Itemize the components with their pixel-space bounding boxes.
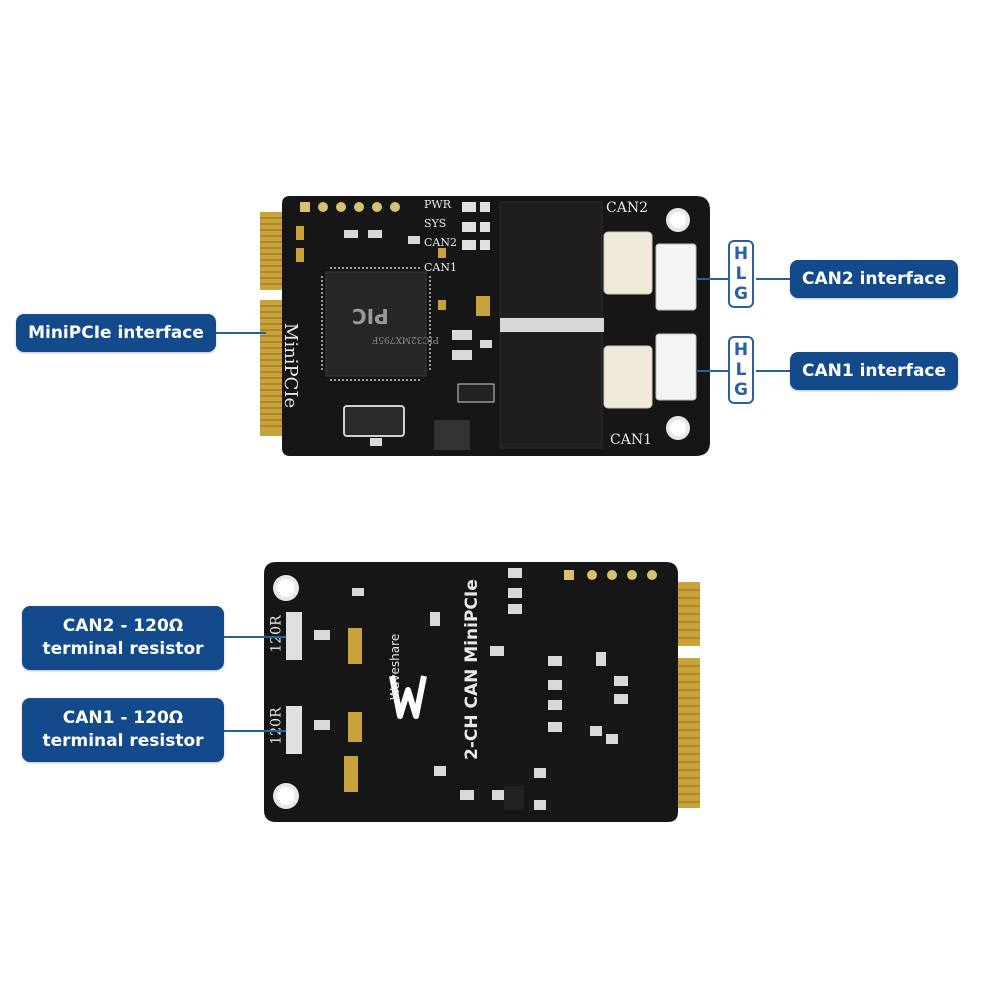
waveshare-logo-icon: [388, 672, 428, 720]
can2-connector: [655, 243, 697, 311]
leader-line-can1-board: [696, 370, 728, 372]
callout-can1-interface: CAN1 interface: [790, 352, 958, 390]
can2-isolation-module: [499, 201, 603, 319]
silk-120r-top: 120R: [268, 615, 285, 653]
silk-minipcie: MiniPCIe: [280, 322, 302, 409]
silk-can2: CAN2: [606, 200, 648, 216]
silk-can1-led: CAN1: [424, 261, 457, 274]
top-pcb: [282, 196, 710, 456]
can1-connector: [655, 333, 697, 401]
bottom-pcb: [264, 562, 678, 822]
callout-can1-terminal-resistor: CAN1 - 120Ω terminal resistor: [22, 698, 224, 762]
silk-sys: SYS: [424, 217, 447, 230]
callout-minipcie-interface: MiniPCIe interface: [16, 314, 216, 352]
leader-line-can2-board: [696, 278, 728, 280]
can1-choke: [603, 345, 653, 409]
callout-can2-interface: CAN2 interface: [790, 260, 958, 298]
chip-text: PIC32MX795F: [372, 334, 439, 344]
top-gold-fingers: [260, 212, 286, 436]
silk-can1: CAN1: [610, 432, 652, 448]
silk-pwr: PWR: [424, 198, 451, 211]
callout-can2-terminal-resistor: CAN2 - 120Ω terminal resistor: [22, 606, 224, 670]
silk-can2-led: CAN2: [424, 236, 457, 249]
leader-line-can2-resistor: [224, 636, 286, 638]
silk-120r-bottom: 120R: [268, 707, 285, 745]
can1-isolation-module: [499, 331, 603, 449]
chip-brand: PIC: [352, 304, 389, 328]
can2-choke: [603, 231, 653, 295]
leader-line-can1-resistor: [224, 730, 286, 732]
silk-brand: Waveshare: [388, 633, 402, 700]
hlg-box-can1: H L G: [728, 336, 754, 404]
bottom-board: [264, 562, 700, 822]
silk-product: 2-CH CAN MiniPCIe: [462, 579, 482, 760]
top-board: [260, 196, 710, 456]
hlg-box-can2: H L G: [728, 240, 754, 308]
mcu-chip: [325, 271, 427, 377]
leader-line-can1: [756, 370, 790, 372]
bottom-gold-fingers: [674, 582, 700, 808]
leader-line-can2: [756, 278, 790, 280]
leader-line-minipcie: [216, 332, 266, 334]
